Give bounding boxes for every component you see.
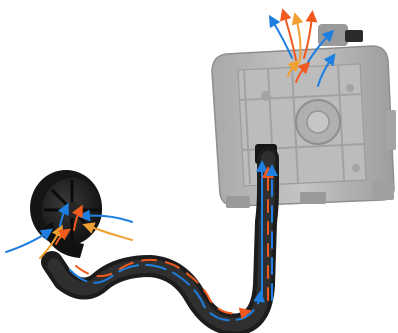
device-housing <box>212 24 396 208</box>
intake-connector <box>30 170 102 258</box>
